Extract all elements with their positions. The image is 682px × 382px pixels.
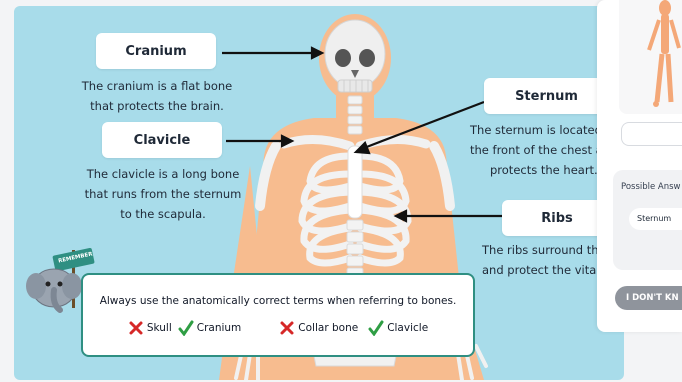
skeleton-thumbnail-icon	[619, 0, 682, 114]
remember-callout: Always use the anatomically correct term…	[81, 273, 475, 357]
check-icon	[368, 320, 384, 336]
term-collar-bone: Collar bone	[279, 320, 358, 336]
i-dont-know-button[interactable]: I DON'T KN	[615, 286, 682, 310]
possible-answers-title: Possible Answ	[621, 182, 681, 192]
term-skull: Skull	[128, 320, 172, 336]
clavicle-label: Clavicle	[102, 122, 222, 158]
sternum-label: Sternum	[484, 78, 609, 114]
answer-input[interactable]	[621, 122, 682, 146]
cranium-description: The cranium is a flat bone that protects…	[72, 76, 242, 116]
check-icon	[178, 320, 194, 336]
lesson-slide: Cranium The cranium is a flat bone that …	[14, 6, 624, 380]
possible-answers: Possible Answ Sternum	[613, 170, 682, 270]
term-cranium: Cranium	[178, 320, 242, 336]
cross-icon	[128, 320, 144, 336]
cross-icon	[279, 320, 295, 336]
ribs-label: Ribs	[502, 200, 612, 236]
answer-chip-sternum[interactable]: Sternum	[629, 208, 682, 230]
skeleton-thumbnail	[619, 0, 682, 114]
terms-row: Skull Cranium Collar bone Clavicle	[83, 320, 473, 336]
answer-panel: Possible Answ Sternum I DON'T KN	[597, 0, 682, 332]
clavicle-description: The clavicle is a long bone that runs fr…	[74, 164, 252, 224]
cranium-label: Cranium	[96, 33, 216, 69]
term-clavicle: Clavicle	[368, 320, 428, 336]
remember-text: Always use the anatomically correct term…	[83, 295, 473, 307]
